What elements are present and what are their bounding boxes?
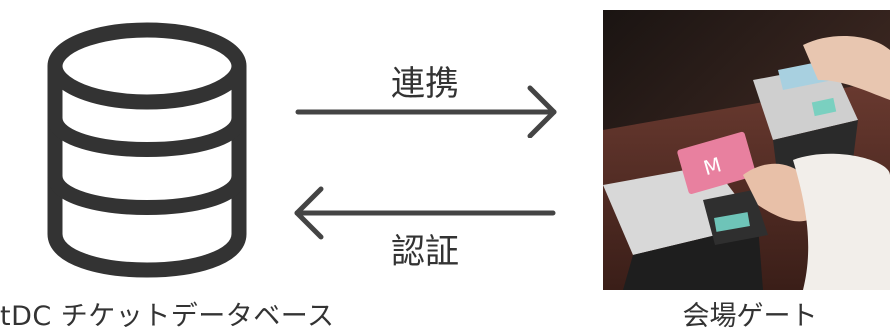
venue-gate-photo: M — [603, 10, 890, 290]
sync-arrow-right — [292, 84, 564, 139]
venue-gate-label: 会場ゲート — [682, 301, 818, 332]
auth-label: 認証 — [391, 232, 459, 272]
database-icon — [36, 14, 258, 284]
svg-text:M: M — [701, 152, 724, 180]
auth-arrow-left — [287, 186, 559, 240]
database-label: tDC チケットデータベース — [0, 301, 335, 332]
sync-label: 連携 — [391, 64, 459, 104]
